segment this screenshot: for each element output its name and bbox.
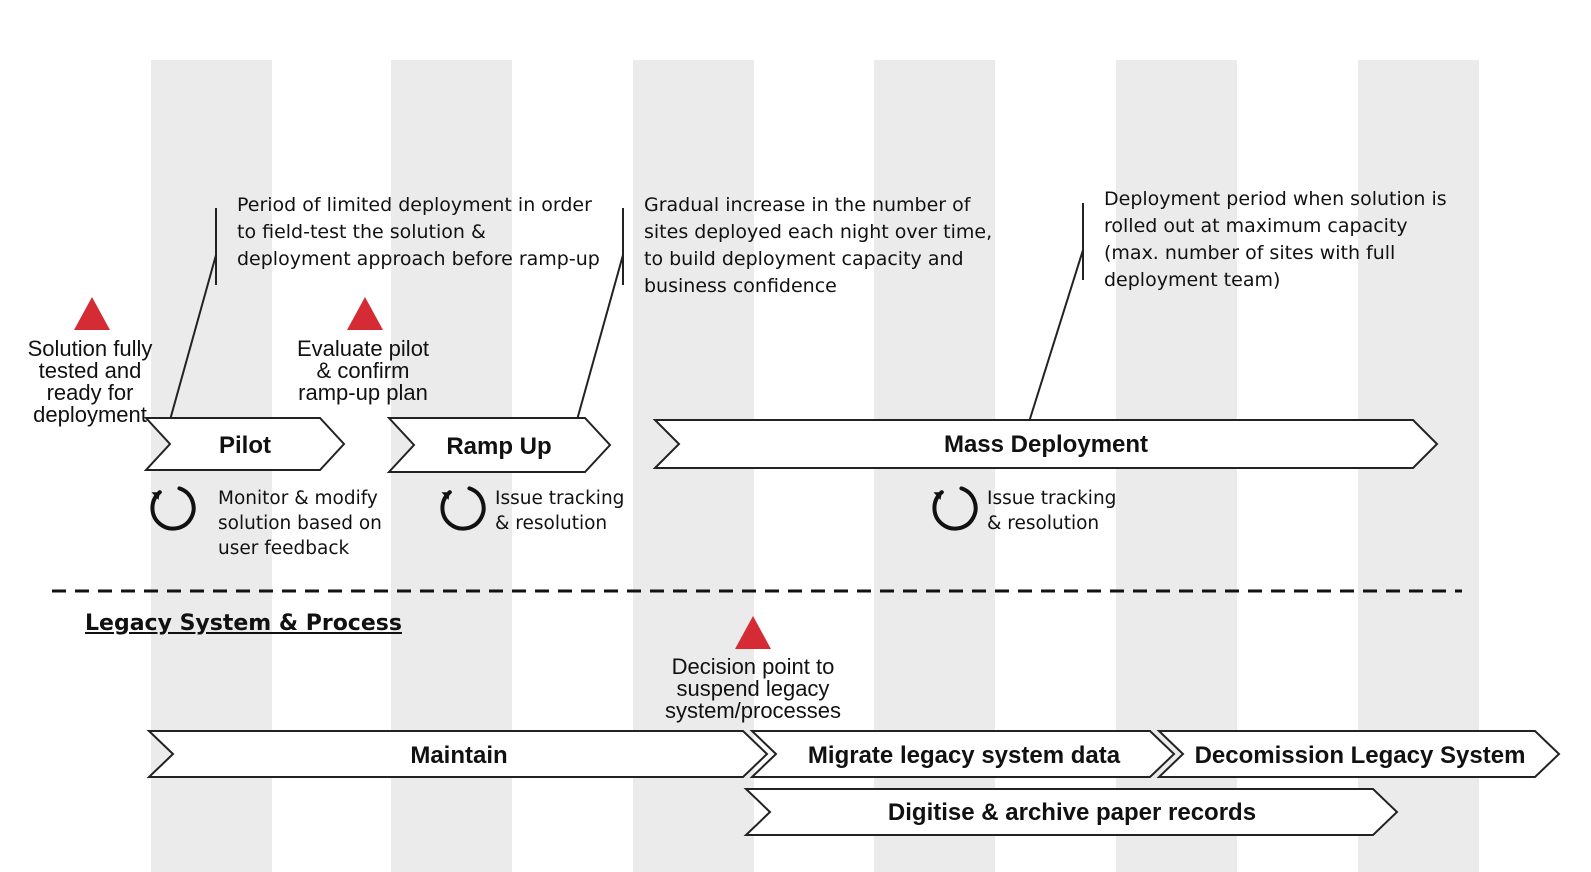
pilot-chevron [143,417,346,471]
maintain-chevron [146,730,769,778]
ramp-up-label: Ramp Up [446,433,551,460]
legacy-heading: Legacy System & Process [85,611,402,636]
decommission-label: Decomission Legacy System [1195,742,1526,769]
mass-callout-line [1028,203,1084,423]
digitise-chevron [743,788,1399,836]
ramp-up-chevron [386,417,612,473]
digitise-label: Digitise & archive paper records [888,799,1256,826]
activity-issue-tracking-ramp: Issue tracking & resolution [495,488,625,534]
milestone-decision-point: Decision point to suspend legacy system/… [664,654,842,723]
mass-deployment-label: Mass Deployment [944,431,1148,458]
cycle-icon [440,486,486,531]
milestone-triangle [74,297,110,330]
migrate-label: Migrate legacy system data [808,742,1121,769]
milestone-solution-ready: Solution fully tested and ready for depl… [27,336,153,427]
activity-monitor: Monitor & modify solution based on user … [218,488,382,559]
milestone-evaluate-pilot: Evaluate pilot & confirm ramp-up plan [296,336,430,405]
mass-deployment-chevron [652,419,1439,469]
milestone-triangle [735,616,771,649]
migrate-chevron [749,730,1176,778]
pilot-annotation: Period of limited deployment in order to… [237,194,600,270]
milestone-triangle [347,297,383,330]
pilot-label: Pilot [219,432,271,459]
cycle-icon [932,486,978,531]
ramp-callout-line [576,208,624,421]
activity-issue-tracking-mass: Issue tracking & resolution [987,488,1117,534]
maintain-label: Maintain [410,742,507,769]
pilot-callout-line [169,208,217,421]
decommission-chevron [1156,730,1561,778]
mass-deployment-annotation: Deployment period when solution is rolle… [1104,188,1447,291]
ramp-up-annotation: Gradual increase in the number of sites … [644,194,993,297]
cycle-icon [150,486,196,531]
